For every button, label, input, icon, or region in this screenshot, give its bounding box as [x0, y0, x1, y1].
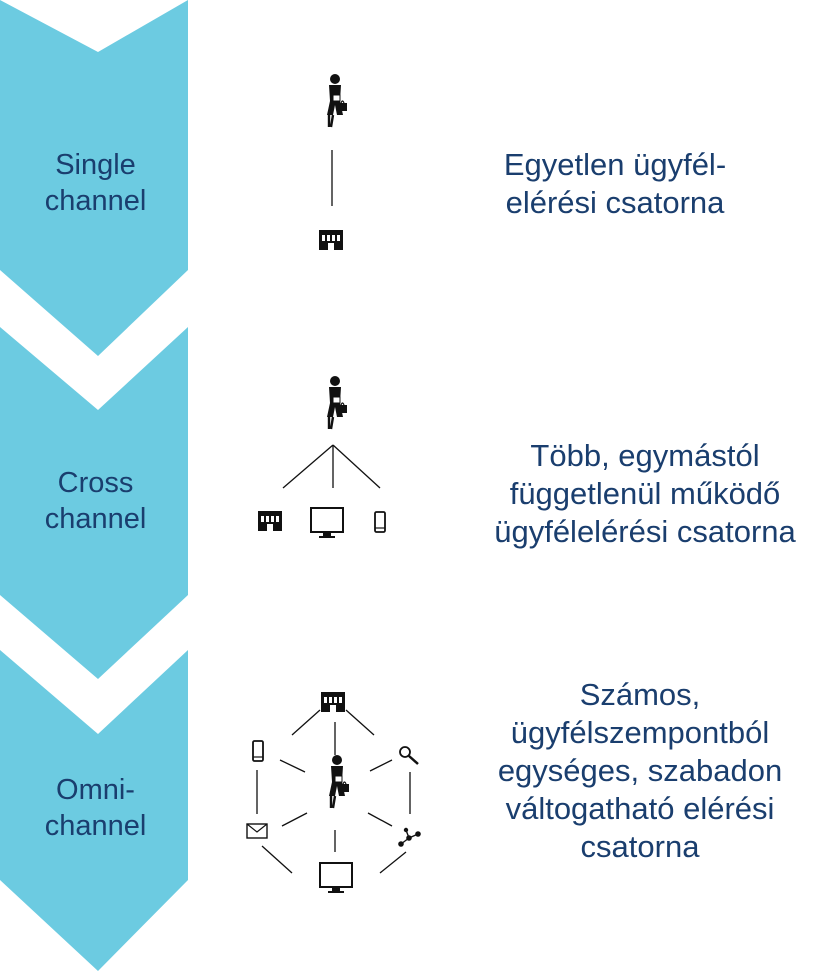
chevron-cross — [0, 327, 188, 679]
monitor-icon — [319, 862, 353, 894]
description-omni: Számos, ügyfélszempontból egységes, szab… — [455, 676, 825, 866]
building-icon — [319, 230, 343, 250]
stage-label-line: Cross — [57, 467, 134, 499]
person-icon — [325, 374, 349, 431]
phone-icon — [252, 740, 264, 762]
stage-label-line: Single — [55, 149, 136, 181]
stage-label-cross: Cross channel — [18, 465, 173, 537]
stage-label-single: Single channel — [18, 147, 173, 219]
chevron-arrows — [0, 0, 188, 971]
omni-outer-links — [256, 709, 411, 874]
network-icon — [398, 827, 421, 847]
description-cross: Több, egymástól függetlenül működő ügyfé… — [455, 437, 830, 551]
description-line: függetlenül működő — [509, 476, 781, 511]
building-icon — [321, 692, 345, 712]
person-icon — [327, 753, 351, 810]
description-line: ügyfélelérési csatorna — [494, 514, 796, 549]
description-line: Számos, — [579, 677, 701, 712]
description-line: ügyfélszempontból — [510, 715, 770, 750]
phone-icon — [374, 511, 386, 533]
search-icon — [399, 746, 419, 765]
description-line: egységes, szabadon — [497, 753, 783, 788]
description-line: elérési csatorna — [505, 185, 725, 220]
building-icon — [258, 511, 282, 531]
stage-label-line: channel — [44, 185, 147, 217]
stage-label-line: channel — [44, 503, 147, 535]
stage-label-omni: Omni- channel — [18, 772, 173, 844]
stage-label-line: channel — [44, 810, 147, 842]
chevron-omni — [0, 650, 188, 971]
omni-inner-links — [279, 722, 393, 852]
description-line: Több, egymástól — [530, 438, 760, 473]
description-single: Egyetlen ügyfél- elérési csatorna — [455, 146, 775, 222]
person-icon — [325, 72, 349, 129]
monitor-icon — [310, 507, 344, 539]
description-line: csatorna — [580, 829, 700, 864]
description-line: Egyetlen ügyfél- — [503, 147, 727, 182]
description-line: váltogatható elérési — [505, 791, 775, 826]
mail-icon — [246, 823, 268, 839]
chevron-single — [0, 0, 188, 356]
stage-label-line: Omni- — [56, 774, 135, 806]
